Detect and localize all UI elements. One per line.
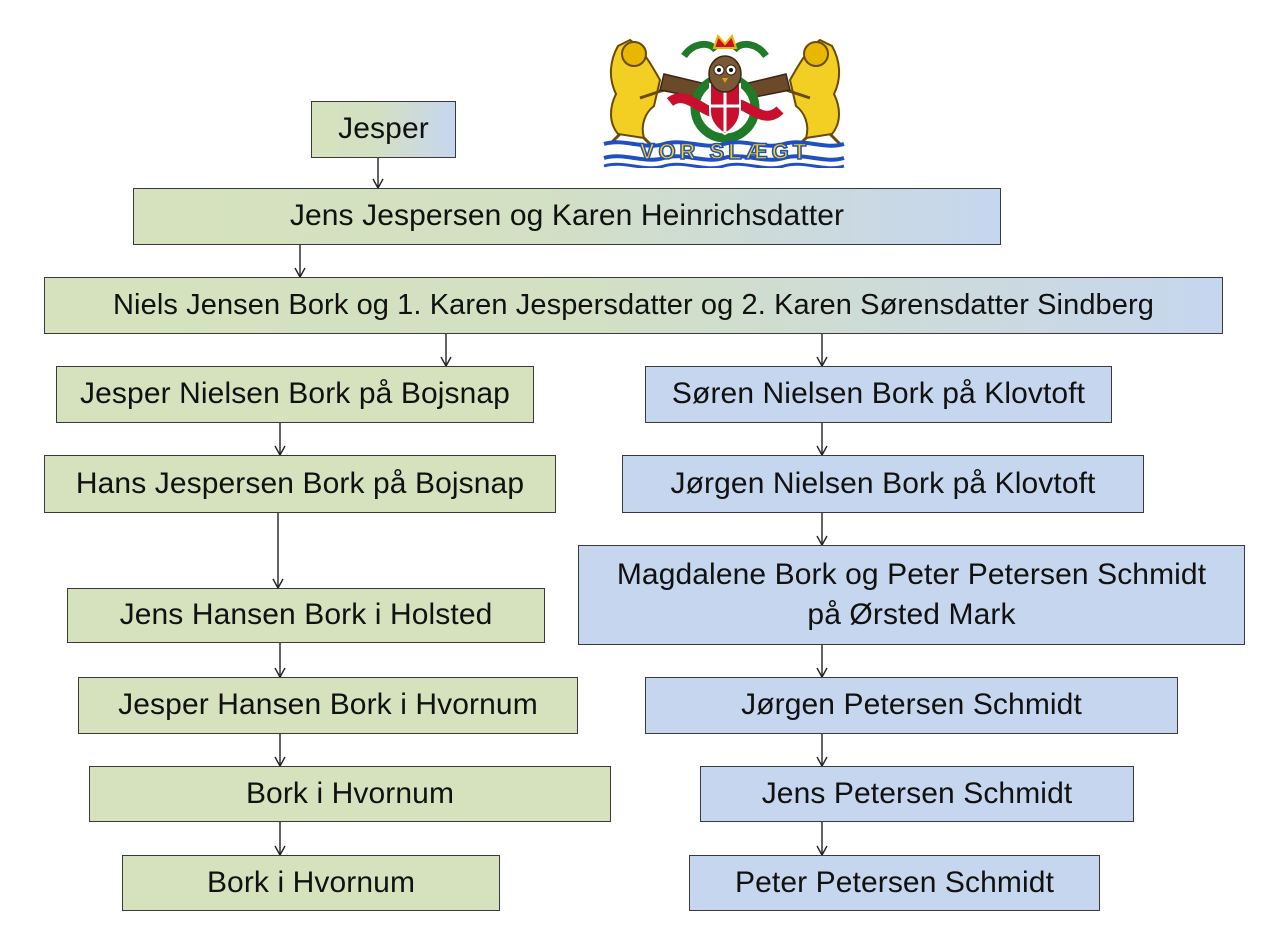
- banner-text: VOR SLÆGT: [640, 139, 810, 164]
- node-right-4: Jørgen Petersen Schmidt: [645, 677, 1178, 734]
- node-right-5: Jens Petersen Schmidt: [700, 766, 1134, 822]
- node-right-6: Peter Petersen Schmidt: [689, 855, 1100, 911]
- node-label: Jens Hansen Bork i Holsted: [119, 598, 493, 632]
- banner-waves: [603, 140, 845, 170]
- node-label: Jens Petersen Schmidt: [761, 776, 1073, 810]
- owl-icon: [708, 55, 742, 93]
- node-left-1: Jesper Nielsen Bork på Bojsnap: [56, 366, 534, 423]
- node-label: Jørgen Nielsen Bork på Klovtoft: [670, 466, 1096, 500]
- node-right-1: Søren Nielsen Bork på Klovtoft: [645, 366, 1112, 423]
- node-label: Bork i Hvornum: [245, 776, 455, 810]
- node-label: Jens Jespersen og Karen Heinrichsdatter: [289, 199, 845, 233]
- left-lion-icon: [608, 38, 665, 148]
- node-label: Jesper: [338, 112, 429, 146]
- node-jesper: Jesper: [311, 101, 456, 158]
- node-left-4: Jesper Hansen Bork i Hvornum: [78, 677, 578, 734]
- coat-of-arms-logo: VOR SLÆGT: [600, 26, 850, 170]
- node-label: Jesper Hansen Bork i Hvornum: [118, 688, 538, 722]
- node-label: Bork i Hvornum: [206, 865, 416, 899]
- node-label: Jørgen Petersen Schmidt: [741, 688, 1082, 722]
- node-left-2: Hans Jespersen Bork på Bojsnap: [44, 455, 556, 513]
- node-jens-and-karen: Jens Jespersen og Karen Heinrichsdatter: [133, 188, 1001, 245]
- node-right-3: Magdalene Bork og Peter Petersen Schmidt…: [578, 545, 1245, 645]
- right-lion-icon: [785, 38, 842, 148]
- node-left-5: Bork i Hvornum: [89, 766, 611, 822]
- node-niels-and-karens: Niels Jensen Bork og 1. Karen Jespersdat…: [44, 277, 1223, 334]
- node-label: Hans Jespersen Bork på Bojsnap: [75, 466, 525, 500]
- node-right-2: Jørgen Nielsen Bork på Klovtoft: [622, 455, 1144, 513]
- node-label: Jesper Nielsen Bork på Bojsnap: [80, 377, 510, 411]
- node-label-line-1: Magdalene Bork og Peter Petersen Schmidt: [616, 557, 1207, 591]
- node-label-line-2: på Ørsted Mark: [807, 598, 1016, 631]
- node-label: Søren Nielsen Bork på Klovtoft: [671, 377, 1086, 411]
- node-label: Peter Petersen Schmidt: [734, 865, 1055, 899]
- node-left-3: Jens Hansen Bork i Holsted: [67, 588, 545, 643]
- node-left-6: Bork i Hvornum: [122, 855, 500, 911]
- node-label: Niels Jensen Bork og 1. Karen Jespersdat…: [113, 288, 1154, 321]
